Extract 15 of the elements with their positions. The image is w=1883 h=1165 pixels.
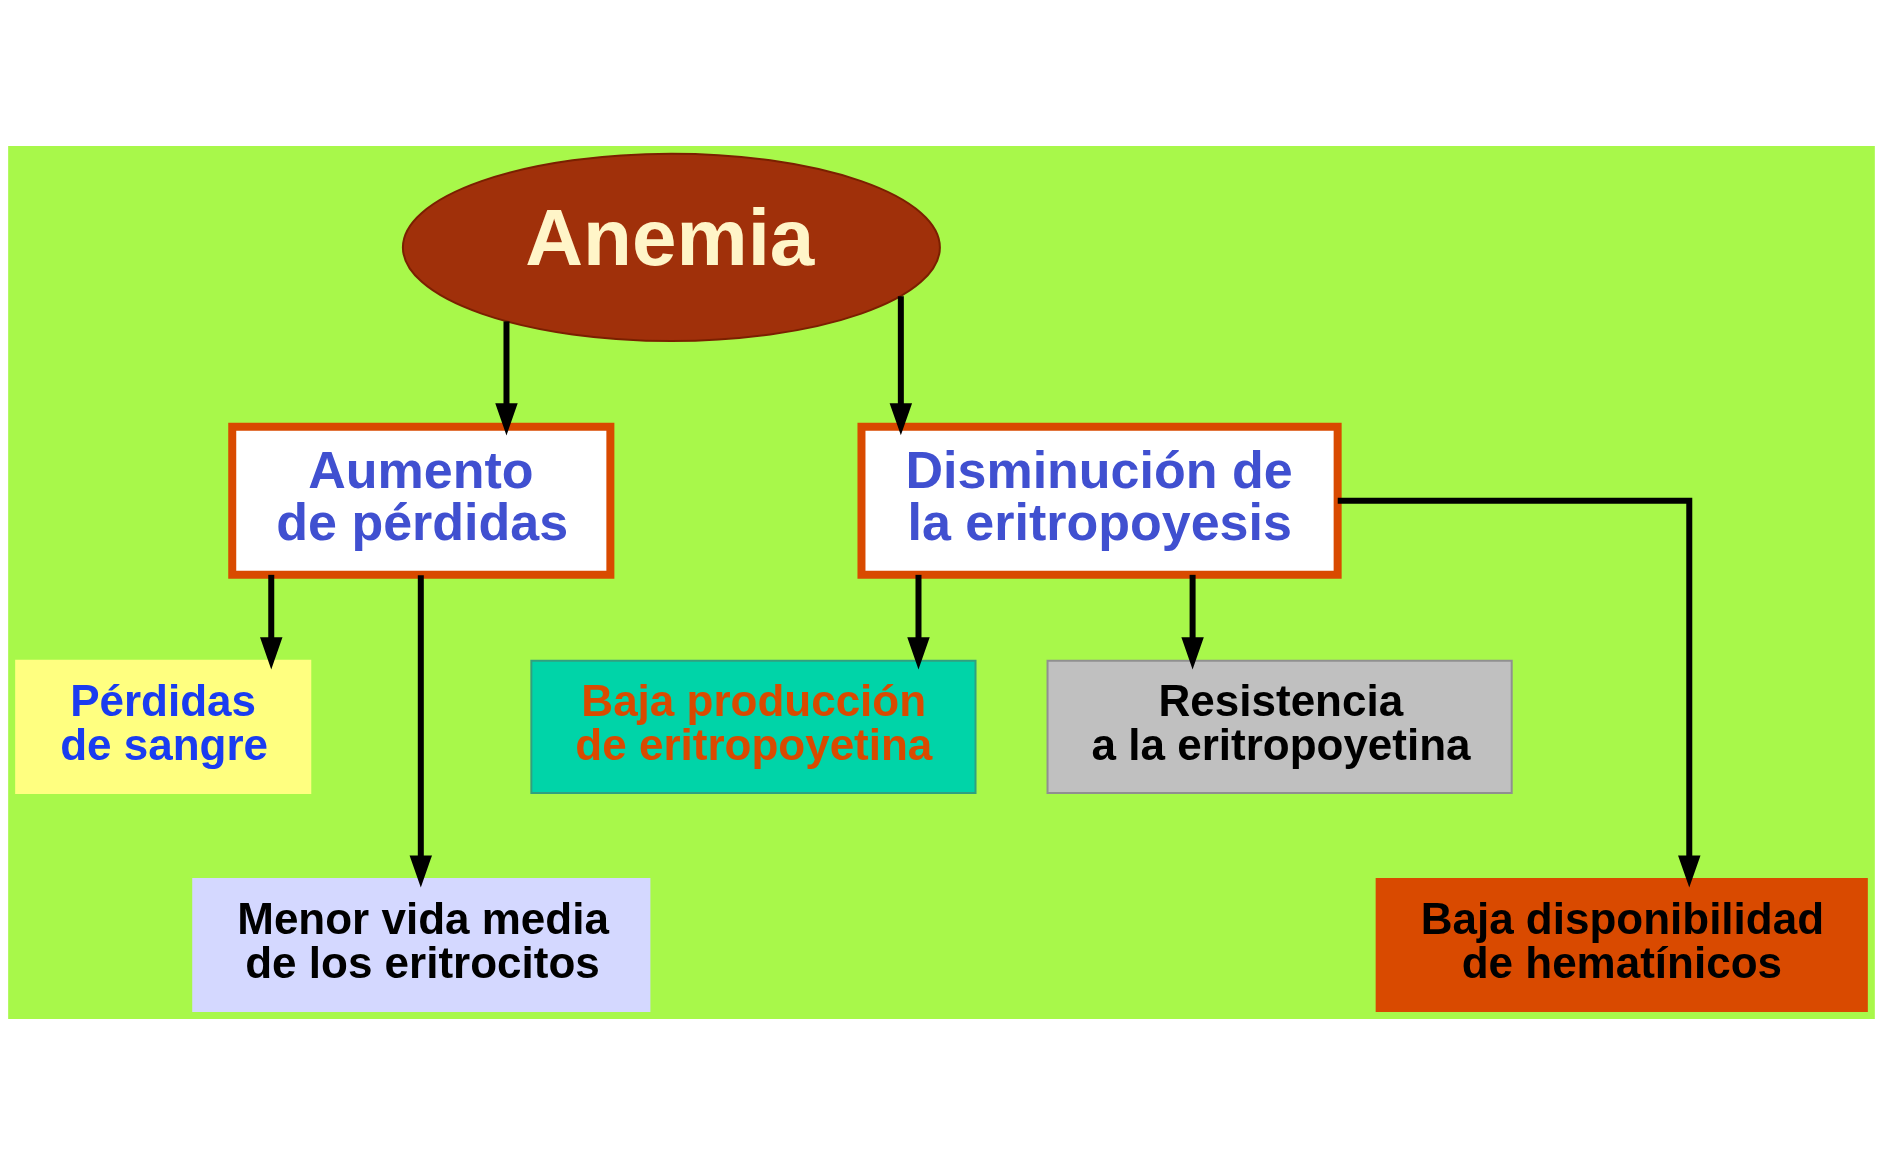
node-box: Resistencia a la eritropoyetina xyxy=(1046,659,1513,794)
arrow xyxy=(889,296,913,436)
node-box: Baja disponibilidad de hematínicos xyxy=(1375,877,1868,1012)
arrow xyxy=(1181,574,1204,670)
arrow xyxy=(1337,497,1701,888)
node-ellipse: Anemia xyxy=(401,152,941,343)
arrow xyxy=(409,575,433,888)
node-box: Menor vida media de los eritrocitos xyxy=(192,877,651,1012)
node-box: Baja producción de eritropoyetina xyxy=(530,659,977,794)
arrow xyxy=(260,574,283,670)
node-box: Aumento de pérdidas xyxy=(228,422,615,579)
node-box: Disminución de la eritropoyesis xyxy=(857,422,1342,579)
node-box: Pérdidas de sangre xyxy=(15,659,312,794)
arrow xyxy=(495,321,518,436)
arrow xyxy=(907,574,930,670)
